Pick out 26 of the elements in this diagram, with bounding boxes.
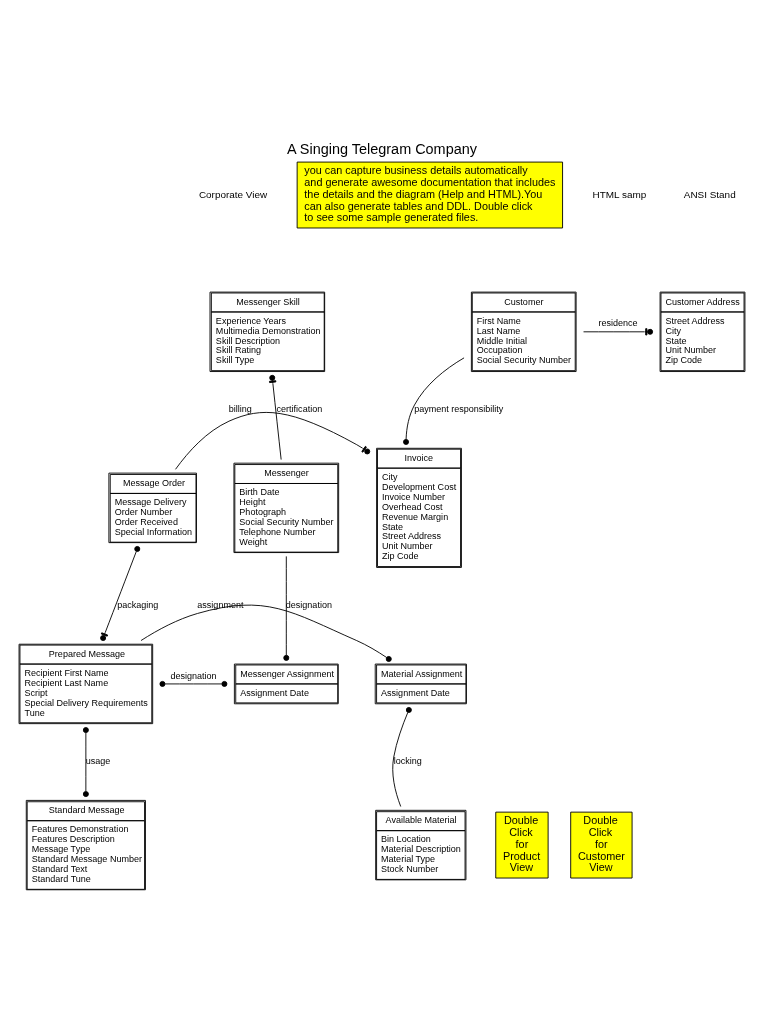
edge-label: assignment (197, 599, 244, 610)
connector (283, 555, 290, 661)
edge-label: residence (598, 317, 638, 328)
diagram-title: A Singing Telegram Company (287, 140, 477, 157)
edge-label: locking (393, 755, 422, 766)
label: Corporate View (198, 188, 268, 200)
edge-label: designation (170, 670, 217, 681)
connector (159, 680, 228, 687)
edge-label: packaging (117, 599, 159, 610)
connector (269, 374, 282, 460)
label: ANSI Stand (683, 188, 736, 200)
node-box: Double Click for Customer View (570, 811, 633, 878)
node-box: you can capture business details automatically and generate awesome documentation that includes the details and the diagram (Help and HTML).You can also generate tables and DDL. Double click to see some sample generated files. (296, 161, 564, 228)
edge-label: certification (276, 403, 323, 414)
connector (392, 706, 412, 807)
connector (583, 327, 654, 335)
label: HTML samp (592, 188, 647, 200)
connector (82, 726, 89, 797)
edge-label: billing (228, 403, 252, 414)
connector (100, 545, 141, 641)
node-box: Double Click for Product View (495, 811, 549, 878)
connector (140, 604, 392, 662)
connector (175, 411, 371, 470)
connector (403, 356, 465, 445)
edge-label: usage (85, 755, 111, 766)
edge-label: payment responsibility (414, 403, 504, 414)
